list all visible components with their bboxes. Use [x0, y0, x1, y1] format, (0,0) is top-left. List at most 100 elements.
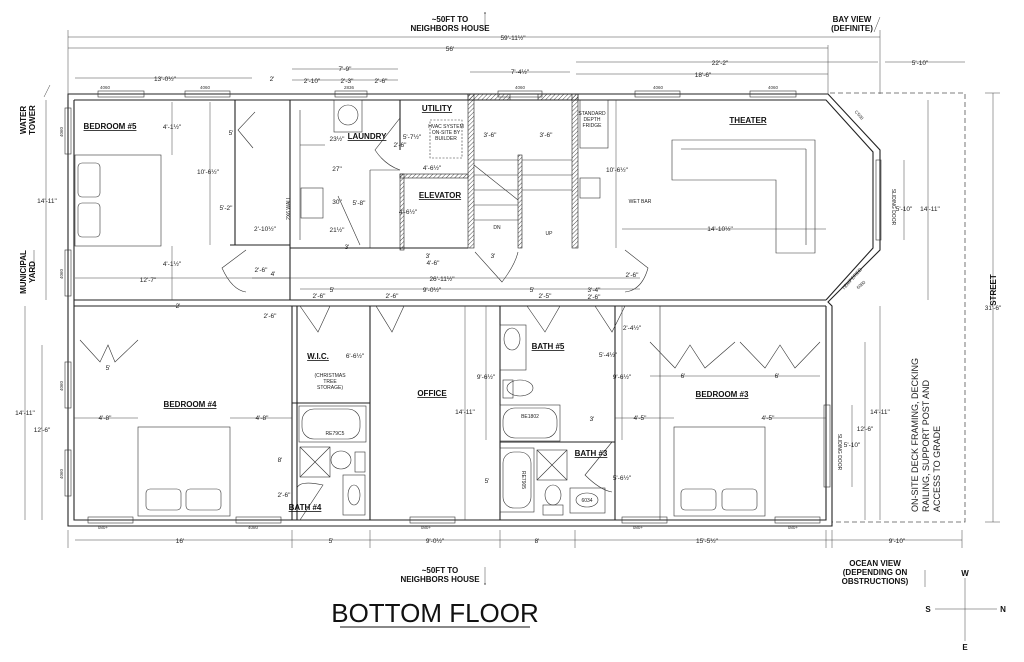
- fixture-label: SLIDING DOOR: [836, 434, 842, 471]
- dimension-label: 3': [590, 416, 595, 423]
- dimension-label: 5'-10": [844, 442, 861, 449]
- dimension-label: 2'-6": [626, 272, 640, 279]
- fixture-label: DN: [493, 225, 501, 231]
- dimension-label: 5'-7½": [403, 133, 422, 141]
- dimension-label: 8': [535, 538, 540, 545]
- dimension-label: 2'-6": [255, 267, 269, 274]
- dimension-label: 4'-8": [256, 415, 270, 422]
- dimension-label: 22'-2": [712, 60, 729, 67]
- room-label-wic: W.I.C.: [307, 352, 329, 361]
- window-tag: 4060: [59, 126, 64, 137]
- fixture-label: FRIDGE: [583, 123, 603, 129]
- deck-note-line1: ON-SITE DECK FRAMING, DECKING: [910, 358, 920, 512]
- water-tower-line2: TOWER: [28, 105, 37, 135]
- room-label-theater: THEATER: [729, 116, 766, 125]
- dimension-label: 5'-10": [896, 206, 913, 213]
- window-tag: 080+: [788, 525, 799, 530]
- fixture-label: BE1802: [521, 414, 539, 420]
- dimension-label: 3': [426, 253, 431, 260]
- neighbors-top-line2: NEIGHBORS HOUSE: [410, 24, 490, 33]
- fixture-label: UP: [546, 231, 554, 237]
- ocean-view-line3: OBSTRUCTIONS): [842, 577, 909, 586]
- compass-east: E: [962, 643, 968, 652]
- furniture: [74, 99, 816, 517]
- dimension-label: 14'-11": [920, 206, 940, 213]
- drawing-title: BOTTOM FLOOR: [331, 598, 539, 628]
- window-tag: 4060: [515, 85, 526, 90]
- dimension-label: 5': [330, 287, 335, 294]
- dimension-label: 5': [485, 478, 490, 485]
- dimension-label: 23½": [330, 135, 346, 143]
- fixture-label: RE79C5: [326, 431, 345, 437]
- dimension-label: 5': [229, 130, 234, 137]
- dimension-label: 9'-6½": [477, 373, 496, 381]
- dimension-label: 2'-4½": [623, 324, 642, 332]
- fixture-label: HVAC SYSTEM: [428, 124, 463, 130]
- dimension-label: 3'-6": [540, 132, 554, 139]
- fixture-label: STORAGE): [317, 385, 343, 391]
- window-tag: 4060: [59, 468, 64, 479]
- compass-west: W: [961, 569, 969, 578]
- window-tag: 2836: [344, 85, 355, 90]
- neighbors-top-line1: ~50FT TO: [432, 15, 469, 24]
- deck-note: ON-SITE DECK FRAMING, DECKING RAILING, S…: [910, 358, 942, 512]
- dimension-label: 5': [329, 538, 334, 545]
- dimension-label: 8': [278, 457, 283, 464]
- dimension-label: 18'-6": [695, 72, 712, 79]
- window-tag: 4080: [248, 525, 259, 530]
- dimension-label: 4'-5": [634, 415, 648, 422]
- fixture-label: STANDARD: [578, 111, 606, 117]
- dimension-label: 4'-8": [99, 415, 113, 422]
- dimension-label: 14'-11": [870, 409, 890, 416]
- dimension-label: 14'-10½": [707, 225, 733, 233]
- dimension-label: 12'-6": [34, 427, 51, 434]
- bed-bedroom-4: [137, 426, 231, 517]
- window-tag: 4060: [100, 85, 111, 90]
- dimension-label: 2'-10½": [254, 225, 277, 233]
- dimension-label: 7'-9": [339, 66, 353, 73]
- bathtub-bath-5: [499, 404, 561, 442]
- window-tag: C508: [854, 109, 865, 121]
- dimension-label: 4'-5": [762, 415, 776, 422]
- dimension-label: 3'-4": [588, 287, 602, 294]
- dimension-label: 4'-1½": [163, 123, 182, 131]
- fixture-label: 2X6 WALL: [286, 196, 292, 220]
- window-tag: 080+: [421, 525, 432, 530]
- fixture-label: TREE: [323, 379, 337, 385]
- compass-south: S: [925, 605, 931, 614]
- dimension-label: 3'-6": [484, 132, 498, 139]
- bed-bedroom-5: [74, 154, 162, 247]
- bay-view-line2: (DEFINITE): [831, 24, 873, 33]
- dimension-label: 5'-8": [353, 200, 367, 207]
- dimension-label: 9'-10": [889, 538, 906, 545]
- window-tag: 4060: [200, 85, 211, 90]
- dimension-label: 4': [271, 271, 276, 278]
- municipal-yard-line2: YARD: [28, 261, 37, 283]
- ocean-view-line2: (DEPENDING ON: [843, 568, 908, 577]
- dimension-label: 59'-11½": [500, 34, 526, 42]
- room-label-bath-5: BATH #5: [532, 342, 565, 351]
- dimension-label: 7'-4½": [511, 68, 530, 76]
- dimension-label: 16': [176, 538, 184, 545]
- dimension-label: 12'-6": [857, 426, 874, 433]
- dimension-label: 2'-6": [264, 313, 278, 320]
- dimension-label: 21½": [330, 226, 346, 234]
- bed-bedroom-3: [673, 426, 766, 517]
- dimension-label: 14'-11": [455, 409, 475, 416]
- room-label-bath-3: BATH #3: [575, 449, 608, 458]
- dimension-label: 4'-6½": [399, 208, 418, 216]
- dimension-label: 56': [446, 46, 454, 53]
- dimension-label: 14'-11": [15, 410, 35, 417]
- deck-note-line2: RAILING, SUPPORT POST AND: [921, 379, 931, 512]
- bay-view-line1: BAY VIEW: [833, 15, 872, 24]
- water-tower-line1: WATER: [19, 106, 28, 135]
- fixture-label: (CHRISTMAS: [314, 373, 346, 379]
- dimension-label: 9'-0½": [426, 537, 445, 545]
- sectional-sofa: [671, 139, 816, 254]
- deck-zone-outline: [830, 92, 966, 523]
- dimension-label: 5'-6½": [613, 474, 632, 482]
- deck-note-line3: ACCESS TO GRADE: [932, 426, 942, 512]
- dimension-label: 26'-11½": [429, 275, 455, 283]
- dimension-label: 3': [491, 253, 496, 260]
- dimension-label: 27": [332, 166, 342, 173]
